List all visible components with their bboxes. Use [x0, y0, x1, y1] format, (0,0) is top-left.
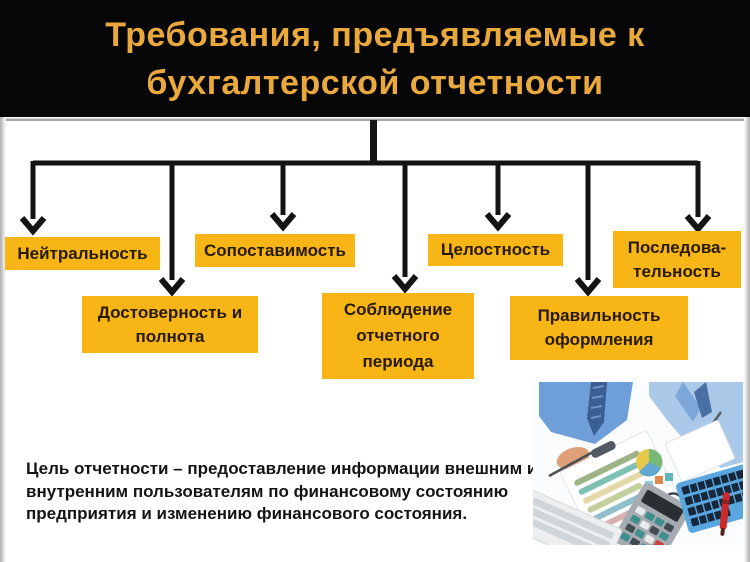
arrowhead-reporting-period [391, 274, 419, 294]
requirement-label: отчетного [356, 326, 440, 345]
requirement-label: Последова- [627, 237, 727, 257]
requirement-label: оформления [544, 330, 654, 349]
arrowhead-correctness [574, 277, 602, 297]
requirement-box-reporting-period: Соблюдение отчетного периода [322, 293, 474, 379]
slide-title: Требования, предъявляемые к бухгалтерско… [105, 11, 644, 107]
requirement-box-comparability: Сопоставимость [195, 234, 355, 267]
requirement-label: периода [362, 352, 434, 371]
arrowhead-consistency [684, 214, 712, 234]
title-banner: Требования, предъявляемые к бухгалтерско… [0, 0, 750, 117]
requirement-box-reliability: Достоверность и полнота [82, 296, 258, 353]
footer-note: Цель отчетности – предоставление информа… [26, 458, 537, 526]
notepad [665, 420, 735, 482]
requirement-label: Достоверность и [97, 302, 243, 322]
arrowhead-reliability [158, 277, 186, 297]
slide-title-line-2: бухгалтерской отчетности [146, 63, 604, 102]
requirement-label: Сопоставимость [204, 240, 346, 260]
banner-separator [0, 117, 750, 122]
slide-left-edge-shading [0, 117, 6, 562]
slide-title-line-1: Требования, предъявляемые к [105, 15, 645, 54]
slide-right-edge-shading [744, 117, 750, 562]
white-keyboard [533, 489, 623, 545]
requirement-box-neutrality: Нейтральность [5, 237, 160, 270]
calculator [613, 482, 691, 545]
office-photo [533, 382, 743, 545]
requirement-box-consistency: Последова- тельность [613, 231, 741, 288]
requirement-box-correctness: Правильность оформления [510, 296, 688, 360]
requirement-label: тельность [633, 261, 721, 281]
arrowhead-neutrality [19, 216, 47, 236]
requirement-label: полнота [135, 326, 205, 346]
footer-line-1: Цель отчетности – предоставление информа… [26, 459, 538, 478]
office-photo-illustration [533, 382, 743, 545]
requirement-label: Соблюдение [343, 300, 453, 319]
requirement-box-integrity: Целостность [428, 234, 563, 266]
footer-line-3: предприятия и изменению финансового сост… [26, 504, 468, 523]
requirement-label: Правильность [537, 306, 661, 325]
laptop-keyboard [676, 464, 743, 533]
requirement-label: Нейтральность [17, 243, 148, 263]
arrowhead-comparability [269, 212, 297, 232]
arrowhead-integrity [484, 212, 512, 232]
footer-line-2: внутренним пользователям по финансовому … [26, 481, 509, 501]
pie-chart [636, 448, 673, 489]
requirement-label: Целостность [440, 240, 551, 259]
red-pen [719, 492, 730, 536]
person-left [539, 382, 633, 478]
